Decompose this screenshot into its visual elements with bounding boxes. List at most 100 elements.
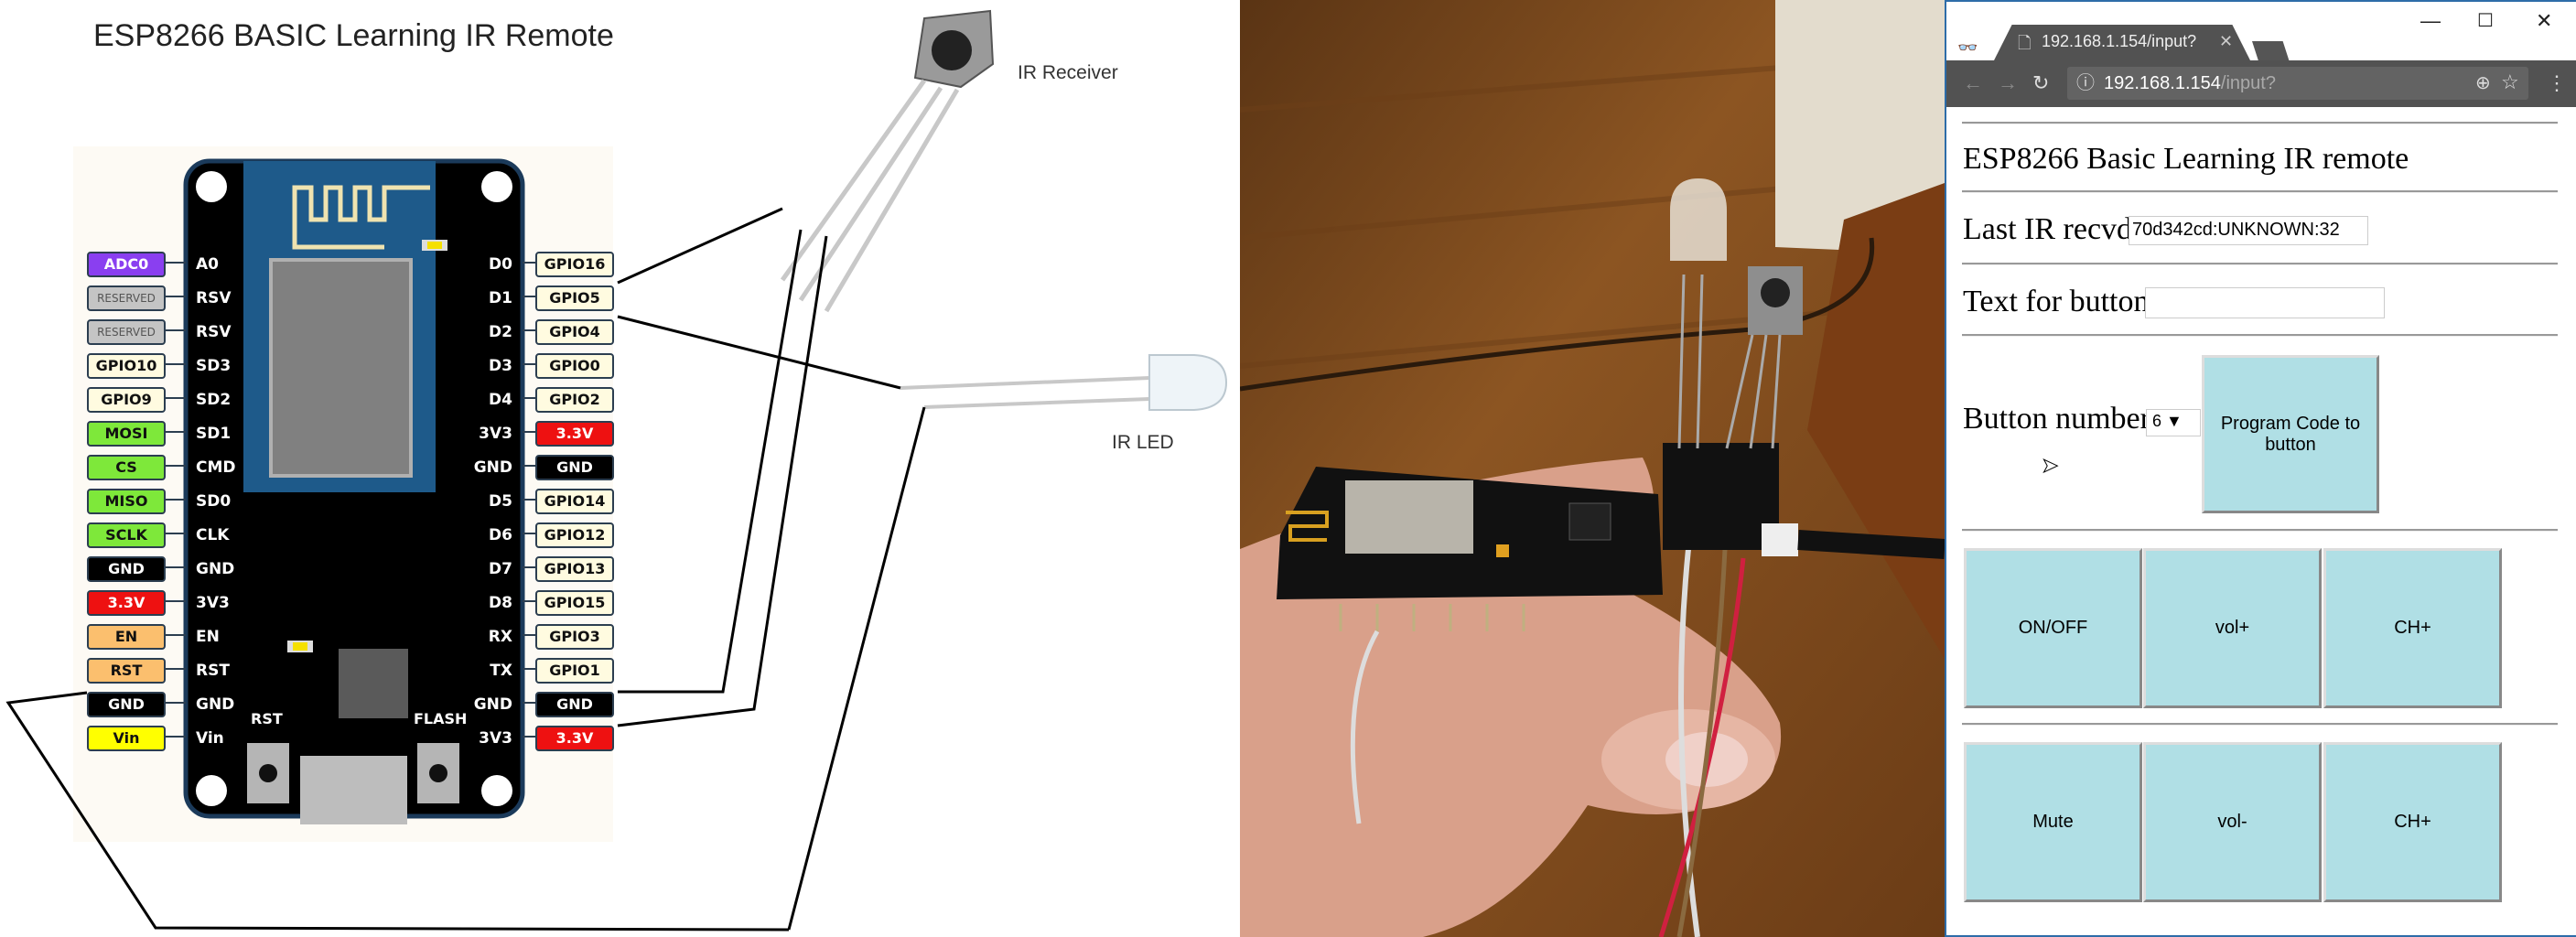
ir-receiver-graphic	[780, 9, 995, 313]
tab-close-icon[interactable]: ✕	[2219, 32, 2234, 50]
active-tab[interactable]	[1994, 25, 2250, 60]
left-pin-label: GND	[87, 692, 166, 717]
board-pin-name: CMD	[196, 458, 236, 477]
usb-port	[300, 756, 407, 824]
flash-label: FLASH	[414, 710, 468, 727]
tab-strip: 👓 🗋 192.168.1.154/input? ✕ — ☐ ✕	[1946, 2, 2576, 65]
last-ir-label: Last IR recvd	[1963, 212, 2133, 246]
left-pin-label: GPIO9	[87, 387, 166, 413]
board-pin-name: D6	[489, 526, 512, 544]
board-pin-name: EN	[196, 628, 220, 646]
button-number-label: Button number	[1963, 402, 2150, 436]
hardware-photo	[1240, 0, 1945, 937]
right-pin-label: 3.3V	[535, 726, 614, 751]
right-pin-label: GPIO12	[535, 522, 614, 548]
minimize-button[interactable]: —	[2420, 9, 2441, 32]
forward-arrow-icon[interactable]: →	[1998, 71, 2018, 94]
remote-button[interactable]: CH+	[2323, 548, 2502, 708]
board-pin-name: D7	[489, 560, 512, 578]
maximize-button[interactable]: ☐	[2477, 11, 2494, 31]
toolbar: ← → ↻ ⓘ 192.168.1.154/input? ⊕ ☆ ⋮	[1946, 60, 2576, 107]
menu-icon[interactable]: ⋮	[2547, 71, 2567, 94]
text-for-button-input[interactable]	[2145, 287, 2385, 318]
board-pin-name: RST	[196, 662, 230, 680]
led	[427, 242, 442, 249]
left-pin-label: Vin	[87, 726, 166, 751]
board-pin-name: SD0	[196, 492, 232, 511]
mouse-cursor-icon: ➤	[2041, 454, 2059, 478]
wires	[5, 207, 926, 932]
star-icon[interactable]: ☆	[2501, 70, 2519, 93]
left-pin-label: MOSI	[87, 421, 166, 447]
divider	[1962, 723, 2558, 726]
remote-button[interactable]: vol-	[2143, 742, 2322, 902]
right-pin-label: GND	[535, 692, 614, 717]
info-icon[interactable]: ⓘ	[2076, 73, 2095, 93]
divider	[1962, 334, 2558, 337]
left-pin-label: 3.3V	[87, 590, 166, 616]
photo-graphics	[1240, 0, 1945, 937]
wiring-diagram: ESP8266 BASIC Learning IR Remote IR Rece…	[0, 0, 1240, 937]
right-pin-label: GPIO15	[535, 590, 614, 616]
regulator	[339, 649, 408, 718]
back-arrow-icon[interactable]: ←	[1963, 71, 1983, 94]
close-window-button[interactable]: ✕	[2536, 9, 2553, 32]
board-pin-name: 3V3	[479, 729, 512, 748]
left-pin-label: RST	[87, 658, 166, 684]
left-pin-label: RESERVED	[87, 319, 166, 345]
tab-title: 192.168.1.154/input?	[2042, 32, 2197, 50]
left-pin-label: MISO	[87, 489, 166, 514]
remote-button[interactable]: Mute	[1964, 742, 2142, 902]
board-pin-name: GND	[473, 458, 512, 477]
board-pin-name: Vin	[196, 729, 224, 748]
divider	[1962, 122, 2558, 124]
remote-button[interactable]: CH+	[2323, 742, 2502, 902]
right-pin-label: GPIO3	[535, 624, 614, 650]
remote-button[interactable]: vol+	[2143, 548, 2322, 708]
board-pin-name: RX	[488, 628, 512, 646]
left-pin-label: CS	[87, 455, 166, 480]
right-pin-label: GPIO4	[535, 319, 614, 345]
ir-led-label: IR LED	[1112, 432, 1174, 453]
page-favicon-icon: 🗋	[2018, 34, 2032, 52]
right-pin-label: GPIO16	[535, 252, 614, 277]
button-number-select[interactable]: 6 ▼	[2146, 409, 2201, 436]
board-pin-name: CLK	[196, 526, 230, 544]
remote-button[interactable]: ON/OFF	[1964, 548, 2142, 708]
left-pin-label: EN	[87, 624, 166, 650]
reload-icon[interactable]: ↻	[2032, 71, 2050, 94]
board-pin-name: GND	[473, 695, 512, 714]
browser-window: 👓 🗋 192.168.1.154/input? ✕ — ☐ ✕ ← → ↻ ⓘ…	[1945, 0, 2576, 937]
board-pin-name: D3	[489, 357, 512, 375]
right-pin-label: GPIO2	[535, 387, 614, 413]
board-pin-name: D2	[489, 323, 512, 341]
right-pin-label: 3.3V	[535, 421, 614, 447]
right-pin-label: GPIO5	[535, 285, 614, 311]
zoom-icon[interactable]: ⊕	[2475, 73, 2491, 93]
board-pin-name: D8	[489, 594, 512, 612]
board-pin-name: TX	[490, 662, 512, 680]
ir-led-graphic	[900, 354, 1228, 411]
page-title: ESP8266 Basic Learning IR remote	[1963, 142, 2409, 176]
board-pin-name: SD1	[196, 425, 232, 443]
board-pin-name: GND	[196, 695, 235, 714]
board-pin-name: D4	[489, 391, 512, 409]
board-pin-name: SD2	[196, 391, 232, 409]
board-pin-name: A0	[196, 255, 219, 274]
diagram-title: ESP8266 BASIC Learning IR Remote	[93, 18, 614, 53]
board-pin-name: 3V3	[196, 594, 230, 612]
board-pin-name: 3V3	[479, 425, 512, 443]
left-pin-label: RESERVED	[87, 285, 166, 311]
board-pin-name: D1	[489, 289, 512, 307]
last-ir-input[interactable]: 70d342cd:UNKNOWN:32	[2129, 216, 2368, 245]
board-pin-name: D5	[489, 492, 512, 511]
board-pin-name: D0	[489, 255, 512, 274]
url-text[interactable]: 192.168.1.154/input?	[2104, 73, 2276, 94]
text-for-button-label: Text for button	[1963, 285, 2150, 318]
program-code-button[interactable]: Program Code to button	[2202, 355, 2379, 513]
divider	[1962, 529, 2558, 532]
left-pin-label: GPIO10	[87, 353, 166, 379]
incognito-icon: 👓	[1957, 38, 1978, 57]
right-pin-label: GPIO0	[535, 353, 614, 379]
address-bar[interactable]: ⓘ 192.168.1.154/input? ⊕ ☆	[2067, 67, 2528, 100]
